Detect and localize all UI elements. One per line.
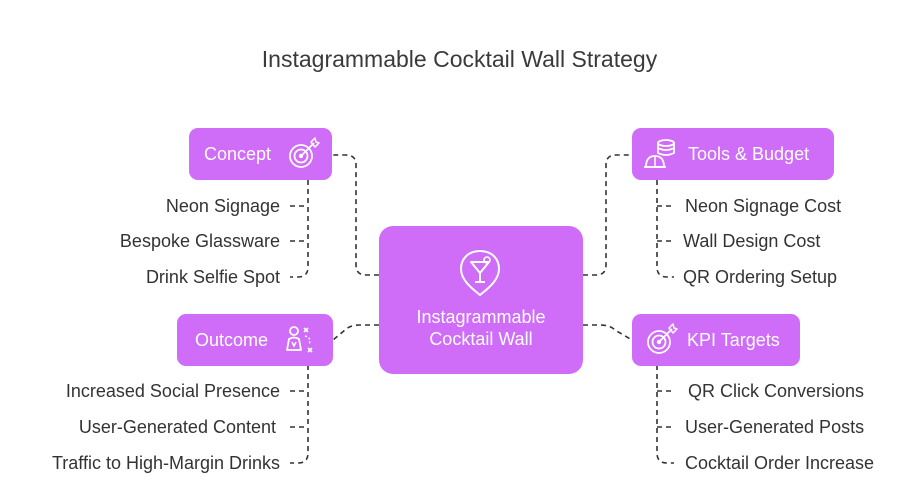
concept-item: Drink Selfie Spot xyxy=(145,267,280,287)
connector-concept-spine xyxy=(290,180,309,278)
connector-center-concept xyxy=(332,154,379,276)
outcome-node: Outcome xyxy=(177,314,333,366)
connector-tools-spine xyxy=(656,180,674,278)
kpi-item: User-Generated Posts xyxy=(685,417,865,437)
tools-item: Wall Design Cost xyxy=(683,231,821,251)
concept-label: Concept xyxy=(204,143,272,164)
outcome-label: Outcome xyxy=(195,329,269,350)
kpi-node: KPI Targets xyxy=(632,314,800,366)
connector-center-outcome xyxy=(332,324,379,341)
concept-item: Neon Signage xyxy=(165,196,280,216)
connector-outcome-spine xyxy=(290,365,309,464)
kpi-item: Cocktail Order Increase xyxy=(685,453,875,473)
tools-item: QR Ordering Setup xyxy=(683,267,838,287)
tools-budget-icon xyxy=(644,139,675,168)
tools-item: Neon Signage Cost xyxy=(685,196,842,216)
target-icon xyxy=(647,323,678,354)
connector-center-tools xyxy=(583,154,632,276)
kpi-item: QR Click Conversions xyxy=(688,381,865,401)
strategy-person-icon xyxy=(286,326,313,353)
tools-label: Tools & Budget xyxy=(688,143,810,164)
center-label: Instagrammable Cocktail Wall xyxy=(416,307,546,349)
outcome-item: Increased Social Presence xyxy=(65,381,280,401)
outcome-item: User-Generated Content xyxy=(78,417,276,437)
target-icon xyxy=(289,137,320,168)
tools-node: Tools & Budget xyxy=(632,128,834,180)
kpi-label: KPI Targets xyxy=(687,329,780,350)
connector-center-kpi xyxy=(583,324,633,341)
outcome-item: Traffic to High-Margin Drinks xyxy=(51,453,280,473)
diagram-title: Instagrammable Cocktail Wall Strategy xyxy=(261,46,658,72)
location-cocktail-icon xyxy=(459,249,501,297)
concept-item: Bespoke Glassware xyxy=(119,231,280,251)
center-node: Instagrammable Cocktail Wall xyxy=(379,226,583,374)
connector-kpi-spine xyxy=(656,365,674,464)
concept-node: Concept xyxy=(189,128,332,180)
